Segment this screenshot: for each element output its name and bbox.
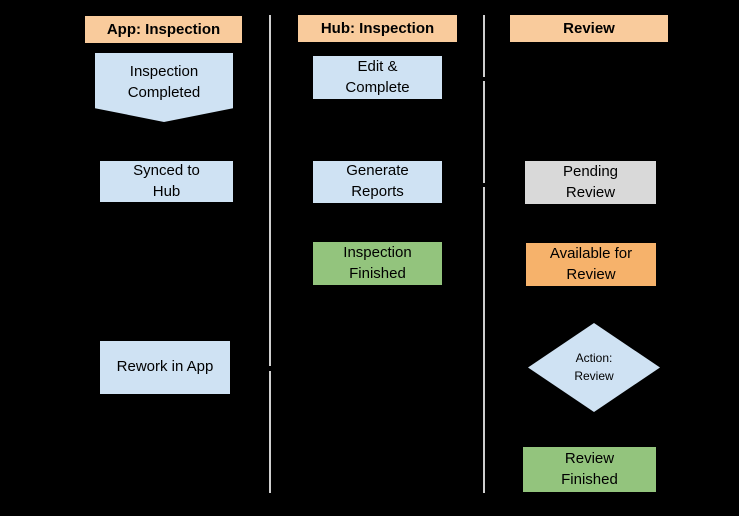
column-header-review: Review bbox=[510, 15, 668, 42]
column-header-hub-inspection: Hub: Inspection bbox=[298, 15, 457, 42]
column-divider-2-segment-bottom bbox=[483, 187, 485, 493]
shape-inspection-completed: Inspection Completed bbox=[95, 53, 233, 122]
column-divider-1-segment-top bbox=[269, 15, 271, 366]
shape-edit-and-complete: Edit & Complete bbox=[313, 56, 442, 99]
shape-synced-to-hub: Synced to Hub bbox=[100, 161, 233, 202]
shape-inspection-finished: Inspection Finished bbox=[313, 242, 442, 285]
column-header-app-inspection: App: Inspection bbox=[85, 16, 242, 43]
shape-action-review-decision: Action: Review bbox=[528, 323, 660, 412]
column-divider-1-segment-bottom bbox=[269, 371, 271, 493]
shape-pending-review: Pending Review bbox=[525, 161, 656, 204]
column-divider-2-segment-middle bbox=[483, 81, 485, 183]
shape-generate-reports: Generate Reports bbox=[313, 161, 442, 203]
shape-available-for-review: Available for Review bbox=[526, 243, 656, 286]
shape-review-finished: Review Finished bbox=[523, 447, 656, 492]
shape-rework-in-app: Rework in App bbox=[100, 341, 230, 394]
column-divider-2-segment-top bbox=[483, 15, 485, 77]
